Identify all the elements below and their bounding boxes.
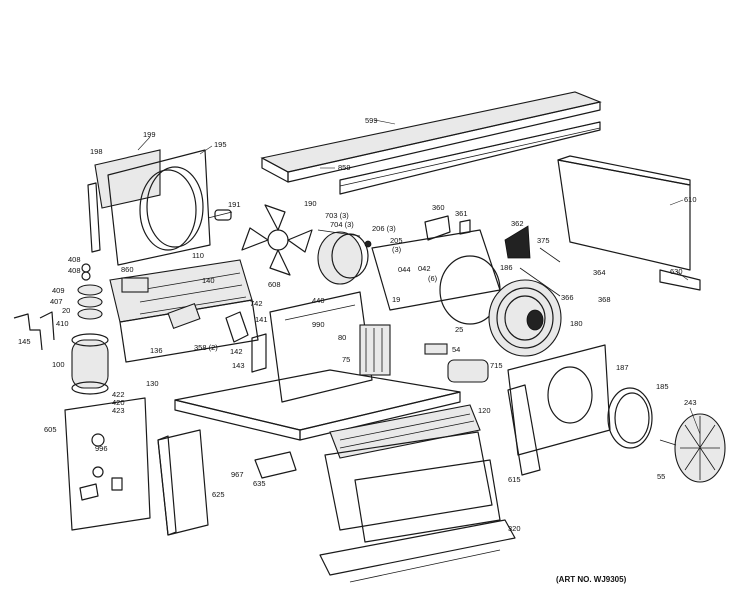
support-bracket xyxy=(254,451,297,479)
compressor-mounting-hardware xyxy=(13,263,103,351)
callout-180: 180 xyxy=(570,319,583,328)
callout-142: 142 xyxy=(230,347,243,356)
callout-25: 25 xyxy=(455,325,463,334)
callout-185: 185 xyxy=(656,382,669,391)
callout-361: 361 xyxy=(455,209,468,218)
callout-19: 19 xyxy=(392,295,400,304)
callout-608: 608 xyxy=(268,280,281,289)
callout-408a: 408 xyxy=(68,255,81,264)
callout-198: 198 xyxy=(90,147,103,156)
art-number-caption: (ART NO. WJ9305) xyxy=(556,575,627,584)
callout-100: 100 xyxy=(52,360,65,369)
evaporator-ring-and-fan xyxy=(607,387,726,483)
callout-136: 136 xyxy=(150,346,163,355)
compressor xyxy=(71,333,109,395)
blower-wheel-and-scroll xyxy=(371,229,562,357)
callout-320: 320 xyxy=(508,524,521,533)
callout-243: 243 xyxy=(684,398,697,407)
condenser-fan-blade xyxy=(207,204,313,276)
callout-140: 140 xyxy=(202,276,215,285)
callout-368: 368 xyxy=(598,295,611,304)
control-bracket xyxy=(225,311,267,373)
left-side-panel xyxy=(157,429,209,536)
callout-967: 967 xyxy=(231,470,244,479)
callout-703: 703 (3) xyxy=(325,211,349,220)
callout-3: (3) xyxy=(392,245,402,254)
callout-715: 715 xyxy=(490,361,503,370)
callout-358: 358 (2) xyxy=(194,343,218,352)
callout-145: 145 xyxy=(18,337,31,346)
callout-187: 187 xyxy=(616,363,629,372)
callout-990: 990 xyxy=(312,320,325,329)
callout-042: 042 xyxy=(418,264,431,273)
callout-440: 440 xyxy=(312,296,325,305)
callout-206: 206 (3) xyxy=(372,224,396,233)
callout-130: 130 xyxy=(146,379,159,388)
callout-996: 996 xyxy=(95,444,108,453)
heater-element xyxy=(359,324,391,376)
motor-mount-brackets xyxy=(424,215,561,297)
callout-360: 360 xyxy=(432,203,445,212)
callout-635: 635 xyxy=(253,479,266,488)
callout-143: 143 xyxy=(232,361,245,370)
callout-610: 610 xyxy=(684,195,697,204)
capacitor-715 xyxy=(447,359,489,383)
callout-407: 407 xyxy=(50,297,63,306)
callout-195: 195 xyxy=(214,140,227,149)
callout-364: 364 xyxy=(593,268,606,277)
callout-605: 605 xyxy=(44,425,57,434)
leader-lines xyxy=(137,119,701,435)
fan-motor xyxy=(317,229,372,285)
callout-186: 186 xyxy=(500,263,513,272)
control-panel xyxy=(64,397,151,531)
callout-742: 742 xyxy=(250,299,263,308)
callout-859: 859 xyxy=(338,163,351,172)
front-grille-assembly xyxy=(319,431,516,583)
callout-044: 044 xyxy=(398,265,411,274)
callout-423: 423 xyxy=(112,406,125,415)
callout-54: 54 xyxy=(452,345,460,354)
callout-199: 199 xyxy=(143,130,156,139)
callout-120: 120 xyxy=(478,406,491,415)
callout-409: 409 xyxy=(52,286,65,295)
callout-408b: 408 xyxy=(68,266,81,275)
callout-420: 420 xyxy=(112,398,125,407)
callout-75: 75 xyxy=(342,355,350,364)
callout-80: 80 xyxy=(338,333,346,342)
top-cover-panel xyxy=(260,91,602,195)
callout-630: 630 xyxy=(670,267,683,276)
callout-422: 422 xyxy=(112,390,125,399)
callout-20: 20 xyxy=(62,306,70,315)
front-grille-and-shroud xyxy=(87,149,211,266)
callout-704: 704 (3) xyxy=(330,220,354,229)
callout-362: 362 xyxy=(511,219,524,228)
callout-375: 375 xyxy=(537,236,550,245)
callout-615: 615 xyxy=(508,475,521,484)
callout-191: 191 xyxy=(228,200,241,209)
callout-410: 410 xyxy=(56,319,69,328)
condenser-coil xyxy=(109,259,259,363)
callout-599: 599 xyxy=(365,116,378,125)
callout-labels: 599 859 199 195 198 610 630 191 190 703 … xyxy=(18,116,697,533)
terminal-block-54 xyxy=(424,343,448,355)
callout-55: 55 xyxy=(657,472,665,481)
callout-625: 625 xyxy=(212,490,225,499)
evaporator-coil xyxy=(329,404,481,459)
callout-860: 860 xyxy=(121,265,134,274)
callout-6: (6) xyxy=(428,274,438,283)
callout-205: 205 xyxy=(390,236,403,245)
callout-110: 110 xyxy=(192,251,204,260)
callout-141: 141 xyxy=(255,315,268,324)
base-pan xyxy=(174,291,461,441)
callout-366: 366 xyxy=(561,293,574,302)
blower-front-housing xyxy=(507,344,611,476)
right-side-panel xyxy=(557,155,701,291)
callout-190: 190 xyxy=(304,199,317,208)
